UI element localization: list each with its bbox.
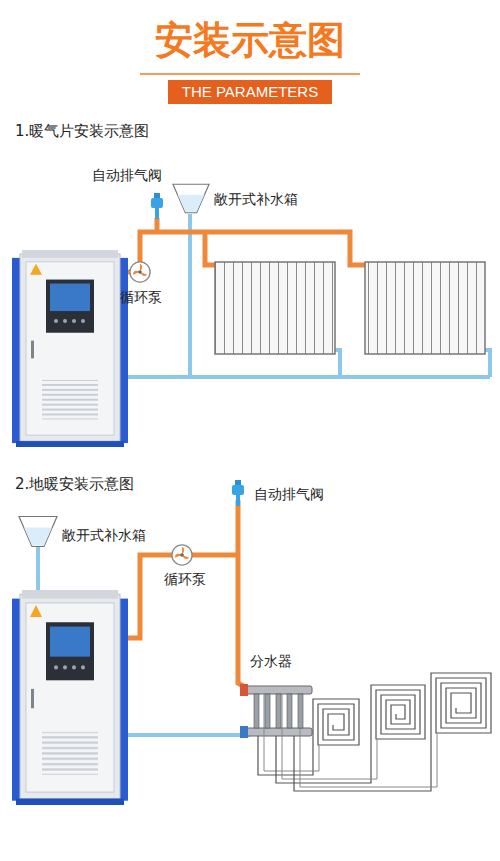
loop-pipe xyxy=(282,694,377,779)
band-text: THE PARAMETERS xyxy=(182,83,318,100)
heating-coil xyxy=(431,673,491,733)
part-label: 循环泵 xyxy=(120,288,162,306)
manifold-valve xyxy=(265,694,270,728)
loop-pipe xyxy=(264,694,319,771)
loop-pipe xyxy=(294,733,431,791)
loop-pipe xyxy=(276,736,371,783)
manifold-valve xyxy=(254,694,259,728)
section-heading: 2.地暖安装示意图 xyxy=(15,474,134,494)
part-label: 自动排气阀 xyxy=(92,166,162,184)
manifold-valve xyxy=(287,694,292,728)
heating-coil xyxy=(313,699,359,745)
heating-coil xyxy=(371,685,425,739)
part-label: 敞开式补水箱 xyxy=(62,526,146,544)
part-label: 分水器 xyxy=(250,652,292,670)
part-label: 敞开式补水箱 xyxy=(214,190,298,208)
loop-pipe xyxy=(258,736,313,775)
manifold-valve xyxy=(276,694,281,728)
section-heading: 1.暖气片安装示意图 xyxy=(15,121,149,141)
title-band: THE PARAMETERS xyxy=(168,80,332,104)
manifold-valve xyxy=(298,694,303,728)
loop-pipe xyxy=(300,694,437,787)
title-text: 安装示意图 xyxy=(155,18,345,62)
part-label: 自动排气阀 xyxy=(254,485,324,503)
diagram-title: 安装示意图 xyxy=(0,16,500,64)
part-label: 循环泵 xyxy=(164,570,206,588)
